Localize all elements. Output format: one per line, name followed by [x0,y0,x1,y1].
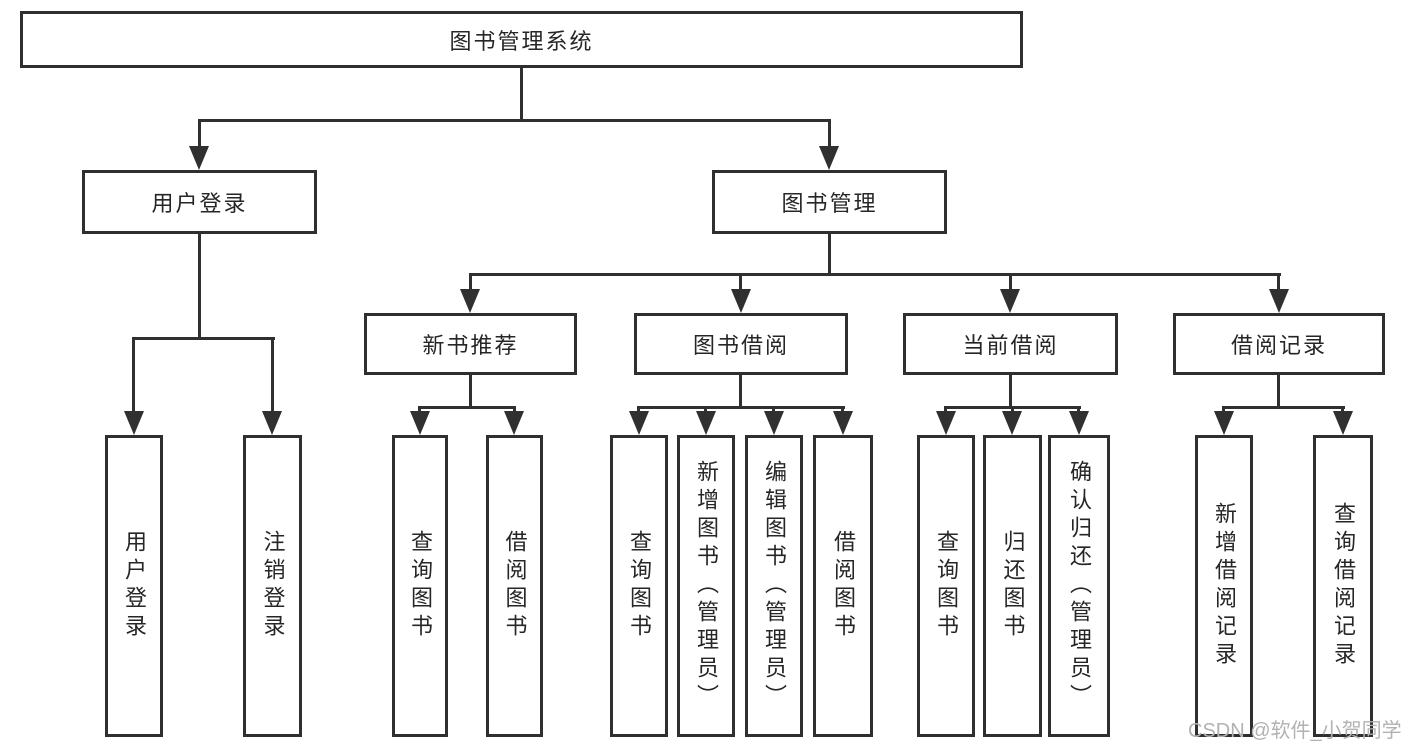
node-book-management: 图书管理 [712,170,947,234]
leaf-label: 归还图书 [1000,530,1026,642]
leaf-user-login: 用户登录 [105,435,163,737]
connector-line [637,406,845,409]
node-label: 图书管理 [781,191,878,216]
connector-line [1222,406,1345,409]
arrowhead-down-icon [936,411,956,435]
leaf-query-borrow-record: 查询借阅记录 [1313,435,1373,737]
arrowhead-down-icon [629,411,649,435]
node-label: 图书管理系统 [449,28,594,54]
connector-line [1277,273,1280,291]
connector-line [704,406,707,415]
leaf-borrow-books: 借阅图书 [813,435,873,737]
node-label: 新书推荐 [422,333,519,358]
node-label: 借阅记录 [1230,333,1327,358]
leaf-add-book-admin: 新增图书（管理员） [677,435,735,737]
connector-line [1009,273,1012,291]
node-label: 图书借阅 [692,333,789,358]
leaf-label: 确认归还（管理员） [1067,460,1092,712]
arrowhead-down-icon [819,146,839,170]
leaf-label: 新增图书（管理员） [694,460,719,712]
leaf-confirm-return-admin: 确认归还（管理员） [1048,435,1110,737]
arrowhead-down-icon [504,411,524,435]
leaf-label: 编辑图书（管理员） [762,460,787,712]
connector-line [132,337,135,413]
connector-line [739,273,742,291]
node-label: 用户登录 [151,191,248,216]
node-current-borrowing: 当前借阅 [903,313,1118,375]
node-label: 当前借阅 [962,333,1059,358]
arrowhead-down-icon [1269,289,1289,313]
connector-line [739,375,742,406]
connector-line [418,406,516,409]
leaf-label: 用户登录 [122,530,147,642]
connector-line [513,406,516,415]
arrowhead-down-icon [1002,411,1022,435]
arrowhead-down-icon [1333,411,1353,435]
arrowhead-down-icon [410,411,430,435]
csdn-watermark: CSDN @软件_小贺同学 [1188,720,1402,742]
connector-line [828,234,831,273]
leaf-query-books: 查询图书 [917,435,975,737]
arrowhead-down-icon [764,411,784,435]
connector-line [1009,375,1012,406]
connector-line [772,406,775,415]
node-new-book-recommend: 新书推荐 [364,313,577,375]
leaf-label: 新增借阅记录 [1212,502,1237,670]
connector-line [271,337,274,413]
connector-line [944,406,947,415]
connector-line [198,119,831,122]
leaf-edit-book-admin: 编辑图书（管理员） [745,435,803,737]
connector-line [637,406,640,415]
connector-line [198,234,201,337]
connector-line [520,68,523,119]
arrowhead-down-icon [1214,411,1234,435]
node-user-login: 用户登录 [82,170,317,234]
arrowhead-down-icon [833,411,853,435]
leaf-label: 查询图书 [627,530,652,642]
connector-line [469,273,1281,276]
arrowhead-down-icon [460,289,480,313]
leaf-logout: 注销登录 [243,435,302,737]
arrowhead-down-icon [696,411,716,435]
connector-line [469,375,472,406]
connector-line [1341,406,1344,415]
leaf-return-books: 归还图书 [983,435,1042,737]
arrowhead-down-icon [1069,411,1089,435]
leaf-borrow-books: 借阅图书 [486,435,543,737]
leaf-label: 借阅图书 [502,530,528,642]
connector-line [1277,375,1280,406]
node-borrowing-records: 借阅记录 [1173,313,1385,375]
node-book-borrowing: 图书借阅 [634,313,848,375]
leaf-label: 查询图书 [934,530,959,642]
leaf-label: 注销登录 [260,530,286,642]
arrowhead-down-icon [124,411,144,435]
leaf-query-books: 查询图书 [392,435,448,737]
connector-line [1077,406,1080,415]
connector-line [418,406,421,415]
node-library-system: 图书管理系统 [20,11,1023,68]
leaf-label: 查询图书 [408,530,433,642]
connector-line [841,406,844,415]
leaf-label: 借阅图书 [831,530,856,642]
leaf-query-books: 查询图书 [610,435,668,737]
connector-line [132,337,275,340]
connector-line [1011,406,1014,415]
arrowhead-down-icon [1000,289,1020,313]
connector-line [469,273,472,291]
connector-line [828,119,831,149]
connector-line [198,119,201,149]
arrowhead-down-icon [262,411,282,435]
leaf-label: 查询借阅记录 [1331,502,1356,670]
arrowhead-down-icon [731,289,751,313]
arrowhead-down-icon [189,146,209,170]
connector-line [1222,406,1225,415]
leaf-add-borrow-record: 新增借阅记录 [1195,435,1253,737]
